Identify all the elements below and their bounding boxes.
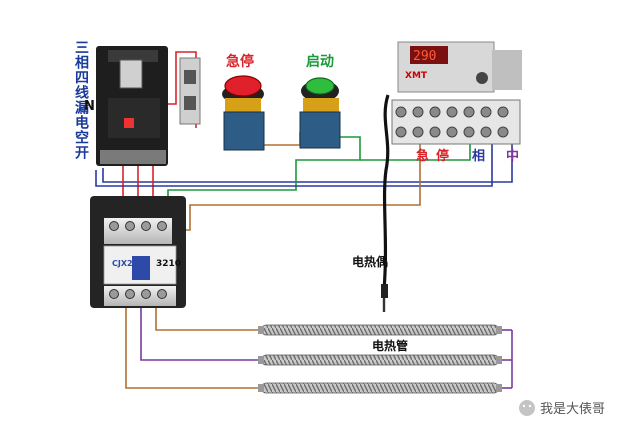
terminal-screw [463,126,475,138]
terminal-screw [497,126,509,138]
breaker-title: 三相四线漏电空开 [73,40,89,160]
terminal-screw [412,106,424,118]
wires [95,51,513,389]
emergency-stop-cap [224,75,262,97]
terminal-screw [395,126,407,138]
contactor-screw [141,221,151,231]
green-wire [167,136,361,218]
thermocouple-label: 电热偶 [352,254,388,269]
emergency-stop-label: 急停 [226,53,254,70]
contactor-device: 3210 CJX2 [90,196,186,308]
emergency-stop-device [222,75,265,151]
heater-wire-1 [125,308,262,389]
terminal-label-phase: 相 [472,148,485,164]
contactor-screw [157,221,167,231]
breaker-device [96,46,168,166]
terminal-label-emergency: 急 [416,148,429,164]
controller-terminals [391,99,521,145]
thermocouple-device [381,284,388,312]
terminal-label-stop: 停 [436,148,449,164]
terminal-label-neutral: 中 [506,148,519,164]
contactor-screw [109,221,119,231]
contactor-screw [125,289,135,299]
contactor-model: 3210 [156,259,181,269]
controller-knob [476,72,488,84]
breaker-n-label: N [84,99,95,114]
terminal-screw [429,126,441,138]
heater-elements [258,324,502,394]
din-terminal [179,57,201,125]
heater-label: 电热管 [372,338,408,353]
controller-display-value: 290 [413,49,436,64]
temperature-controller: 290 XMT [397,41,522,93]
heater-2 [258,354,502,366]
heater-wire-3 [155,308,262,331]
heater-1 [258,324,502,336]
terminal-screw [412,126,424,138]
controller-brand: XMT [405,71,428,81]
heater-wire-2 [140,308,262,361]
heater-3 [258,382,502,394]
terminal-screw [480,106,492,118]
terminal-screw [446,106,458,118]
contactor-brand: CJX2 [112,259,133,268]
start-button-device [299,77,341,149]
watermark-text: 我是大俵哥 [540,402,605,417]
thermocouple-lead [382,94,390,291]
contactor-plunger [132,256,150,280]
terminal-screw [395,106,407,118]
terminal-screw [497,106,509,118]
terminal-screw [429,106,441,118]
contactor-screw [109,289,119,299]
breaker-lever [119,59,143,89]
contactor-screw [125,221,135,231]
terminal-screw [463,106,475,118]
start-button-cap [305,77,335,95]
start-button-label: 启动 [306,53,334,70]
wechat-icon [519,400,535,416]
neutral-wire [102,118,513,183]
contactor-screw [141,289,151,299]
breaker-test-button [124,118,134,128]
terminal-screw [446,126,458,138]
blue-wire-ctrl [95,118,493,187]
controller-display [410,46,448,64]
watermark: 我是大俵哥 [519,400,605,417]
contactor-screw [157,289,167,299]
terminal-screw [480,126,492,138]
thermocouple-probe [381,284,388,298]
